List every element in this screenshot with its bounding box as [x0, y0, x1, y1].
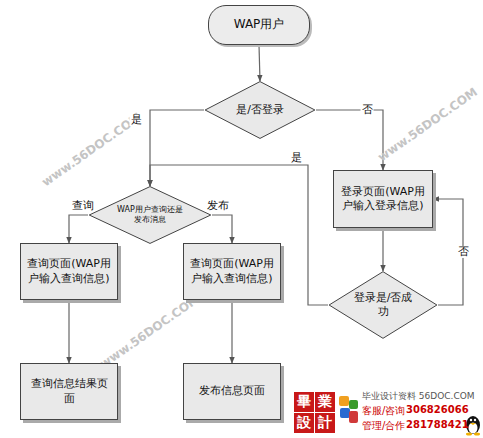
contact-number: 281788421	[406, 419, 469, 430]
node-label: 查询页面(WAP用户输入查询信息)	[26, 257, 112, 286]
watermark: www.56DOC.COM	[376, 86, 480, 165]
flow-arrow	[259, 45, 260, 81]
node-text: WAP用户	[214, 17, 304, 33]
logo-character: 計	[318, 415, 332, 430]
node-label: WAP用户	[214, 17, 304, 33]
process-box: 登录页面(WAP用户输入登录信息)	[333, 170, 433, 228]
logo-block	[294, 392, 314, 412]
flow-arrow	[316, 110, 383, 170]
logo-character: 設	[297, 415, 311, 430]
node-text: 查询页面(WAP用户输入查询信息)	[189, 257, 275, 286]
node-label: 发布信息页面	[189, 384, 275, 398]
node-text: 登录是/否成功	[353, 291, 414, 320]
process-box: 发布信息页面	[183, 363, 281, 420]
node-label: 查询信息结果页面	[26, 377, 112, 406]
logo-block	[294, 413, 314, 433]
node-label: 是/否登录	[229, 103, 291, 117]
edge-label: 是	[290, 152, 303, 164]
edge-label: 否	[457, 246, 470, 258]
process-box: 查询页面(WAP用户输入查询信息)	[183, 243, 281, 300]
logo-character: 業	[318, 394, 332, 409]
edge-label: 否	[361, 104, 374, 116]
decision-diamond: 是/否登录	[204, 81, 316, 139]
logo-character: 畢	[297, 394, 311, 409]
node-text: WAP用户查询还是发布消息	[116, 205, 184, 226]
contact-label: 管理/合作	[362, 420, 405, 431]
contact-label: 客服/咨询	[362, 405, 405, 416]
node-label: 登录页面(WAP用户输入登录信息)	[339, 185, 427, 214]
flow-arrow	[68, 300, 69, 363]
flow-arrow	[382, 228, 383, 271]
node-text: 发布信息页面	[189, 384, 275, 398]
contact-number: 306826066	[406, 404, 469, 415]
edge-label: 发布	[206, 200, 230, 212]
node-text: 登录页面(WAP用户输入登录信息)	[339, 185, 427, 214]
node-text: 查询页面(WAP用户输入查询信息)	[26, 257, 112, 286]
process-box: 查询页面(WAP用户输入查询信息)	[20, 243, 118, 300]
flow-arrow	[150, 110, 204, 186]
node-text: 是/否登录	[229, 103, 291, 117]
site-banner: 毕业设计资料 56DOC.COM	[362, 392, 475, 402]
edge-label: 是	[130, 114, 143, 126]
node-label: WAP用户查询还是发布消息	[116, 205, 184, 226]
watermark: www.56DOC.COM	[98, 293, 202, 372]
start-terminal: WAP用户	[208, 5, 310, 45]
decision-diamond: WAP用户查询还是发布消息	[88, 186, 212, 244]
edge-label: 查询	[71, 200, 95, 212]
node-text: 查询信息结果页面	[26, 377, 112, 406]
flow-arrow	[231, 300, 232, 363]
node-label: 查询页面(WAP用户输入查询信息)	[189, 257, 275, 286]
decision-diamond: 登录是/否成功	[328, 271, 438, 339]
logo-block	[315, 392, 335, 412]
node-label: 登录是/否成功	[353, 291, 414, 320]
flow-arrow	[150, 165, 328, 305]
logo-block	[315, 413, 335, 433]
flow-arrow	[69, 215, 88, 243]
puzzle-icon	[339, 396, 358, 423]
flow-arrow	[212, 215, 232, 243]
process-box: 查询信息结果页面	[20, 363, 118, 420]
